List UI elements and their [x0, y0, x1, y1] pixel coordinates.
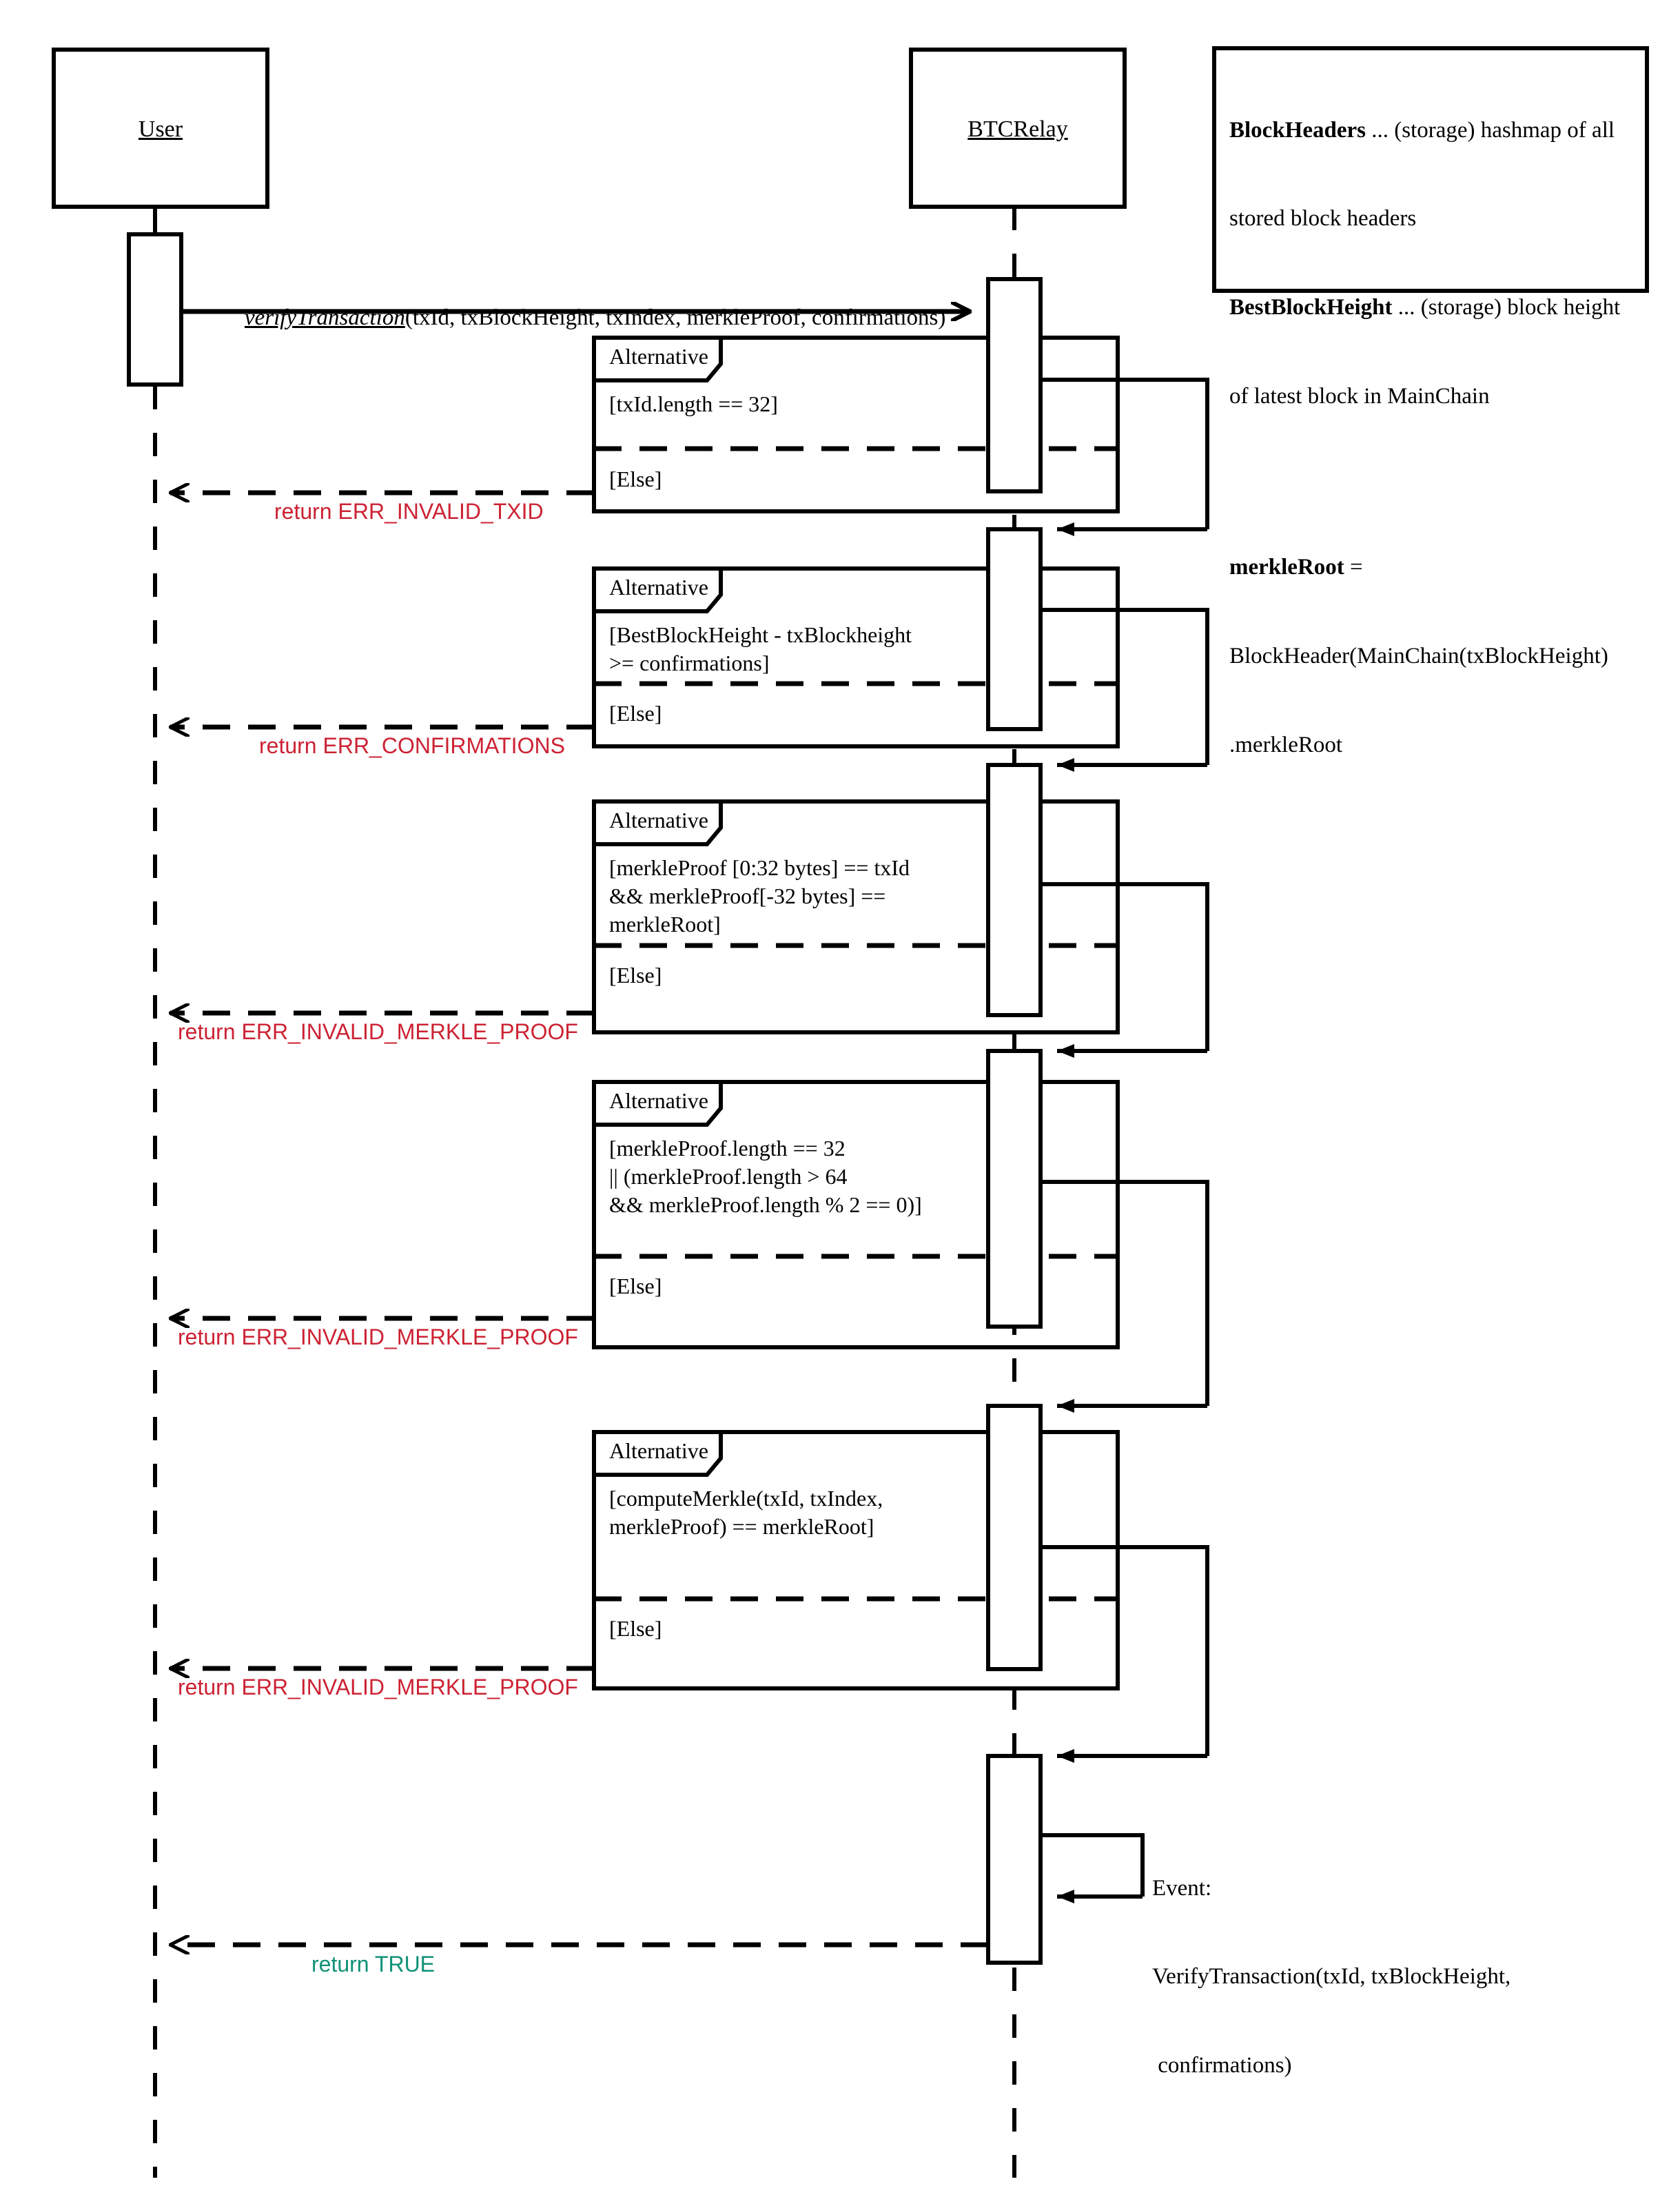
message-label-verify-transaction: verifyTransaction(txId, txBlockHeight, t… — [222, 274, 945, 362]
note-text: BlockHeaders ... (storage) hashmap of al… — [1229, 57, 1643, 819]
event-line-2: VerifyTransaction(txId, txBlockHeight, — [1152, 1964, 1511, 1990]
fragment-guard-2: [BestBlockHeight - txBlockheight>= confi… — [609, 622, 912, 675]
fragment-guard-5: [computeMerkle(txId, txIndex,merkleProof… — [609, 1486, 883, 1539]
event-line-1: Event: — [1152, 1875, 1212, 1901]
note-box — [1212, 46, 1649, 293]
note-term-blockheaders: BlockHeaders — [1229, 117, 1366, 143]
note-term-bestblockheight: BestBlockHeight — [1229, 295, 1393, 320]
note-line-2: ... (storage) block height — [1392, 295, 1621, 320]
activation-btcrelay-final — [986, 1754, 1145, 1965]
alt-fragment-3 — [170, 763, 1209, 1058]
note-line-blank — [1229, 470, 1643, 493]
fragment-else-label-3: [Else] — [609, 963, 662, 988]
fragment-guard-1: [txId.length == 32] — [609, 391, 778, 416]
note-line-0: ... (storage) hashmap of all — [1365, 117, 1615, 143]
return-label-5: return ERR_INVALID_MERKLE_PROOF — [178, 1675, 578, 1699]
fragment-kind-4: Alternative — [609, 1088, 708, 1113]
note-line-5: = — [1344, 555, 1363, 580]
return-label-1: return ERR_INVALID_TXID — [274, 499, 544, 524]
note-line-7: .merkleRoot — [1229, 732, 1343, 757]
fragment-kind-1: Alternative — [609, 344, 708, 369]
fragment-kind-5: Alternative — [609, 1438, 708, 1463]
return-label-3: return ERR_INVALID_MERKLE_PROOF — [178, 1019, 578, 1044]
message-name-verify-transaction: verifyTransaction — [245, 305, 405, 331]
alt-fragment-5 — [170, 1404, 1209, 1763]
alt-fragment-4 — [170, 1049, 1209, 1413]
lifeline-label-user: User — [138, 116, 183, 142]
event-note: Event: VerifyTransaction(txId, txBlockHe… — [1152, 1815, 1510, 2140]
return-label-4: return ERR_INVALID_MERKLE_PROOF — [178, 1325, 578, 1349]
lifeline-label-btcrelay: BTCRelay — [967, 116, 1068, 142]
lifeline-head-btcrelay — [909, 48, 1127, 209]
fragment-else-label-4: [Else] — [609, 1274, 662, 1298]
activation-user — [127, 232, 183, 387]
fragment-guard-4: [merkleProof.length == 32|| (merkleProof… — [609, 1136, 922, 1217]
lifeline-head-user — [52, 48, 269, 209]
alt-fragment-1 — [170, 277, 1209, 536]
return-label-2: return ERR_CONFIRMATIONS — [259, 733, 565, 758]
fragment-kind-2: Alternative — [609, 575, 708, 600]
fragment-guard-3: [merkleProof [0:32 bytes] == txId&& merk… — [609, 855, 910, 937]
return-label-true: return TRUE — [311, 1952, 436, 1976]
message-args-verify-transaction: (txId, txBlockHeight, txIndex, merklePro… — [404, 305, 946, 331]
note-line-6: BlockHeader(MainChain(txBlockHeight) — [1229, 643, 1608, 668]
note-line-3: of latest block in MainChain — [1229, 383, 1490, 409]
fragment-else-label-5: [Else] — [609, 1616, 662, 1641]
fragment-else-label-2: [Else] — [609, 701, 662, 726]
fragment-kind-3: Alternative — [609, 808, 708, 832]
event-line-3: confirmations) — [1152, 2053, 1292, 2078]
alt-fragment-2 — [170, 527, 1209, 772]
fragment-else-label-1: [Else] — [609, 467, 662, 491]
note-line-1: stored block headers — [1229, 206, 1417, 232]
note-term-merkleroot: merkleRoot — [1229, 555, 1344, 580]
